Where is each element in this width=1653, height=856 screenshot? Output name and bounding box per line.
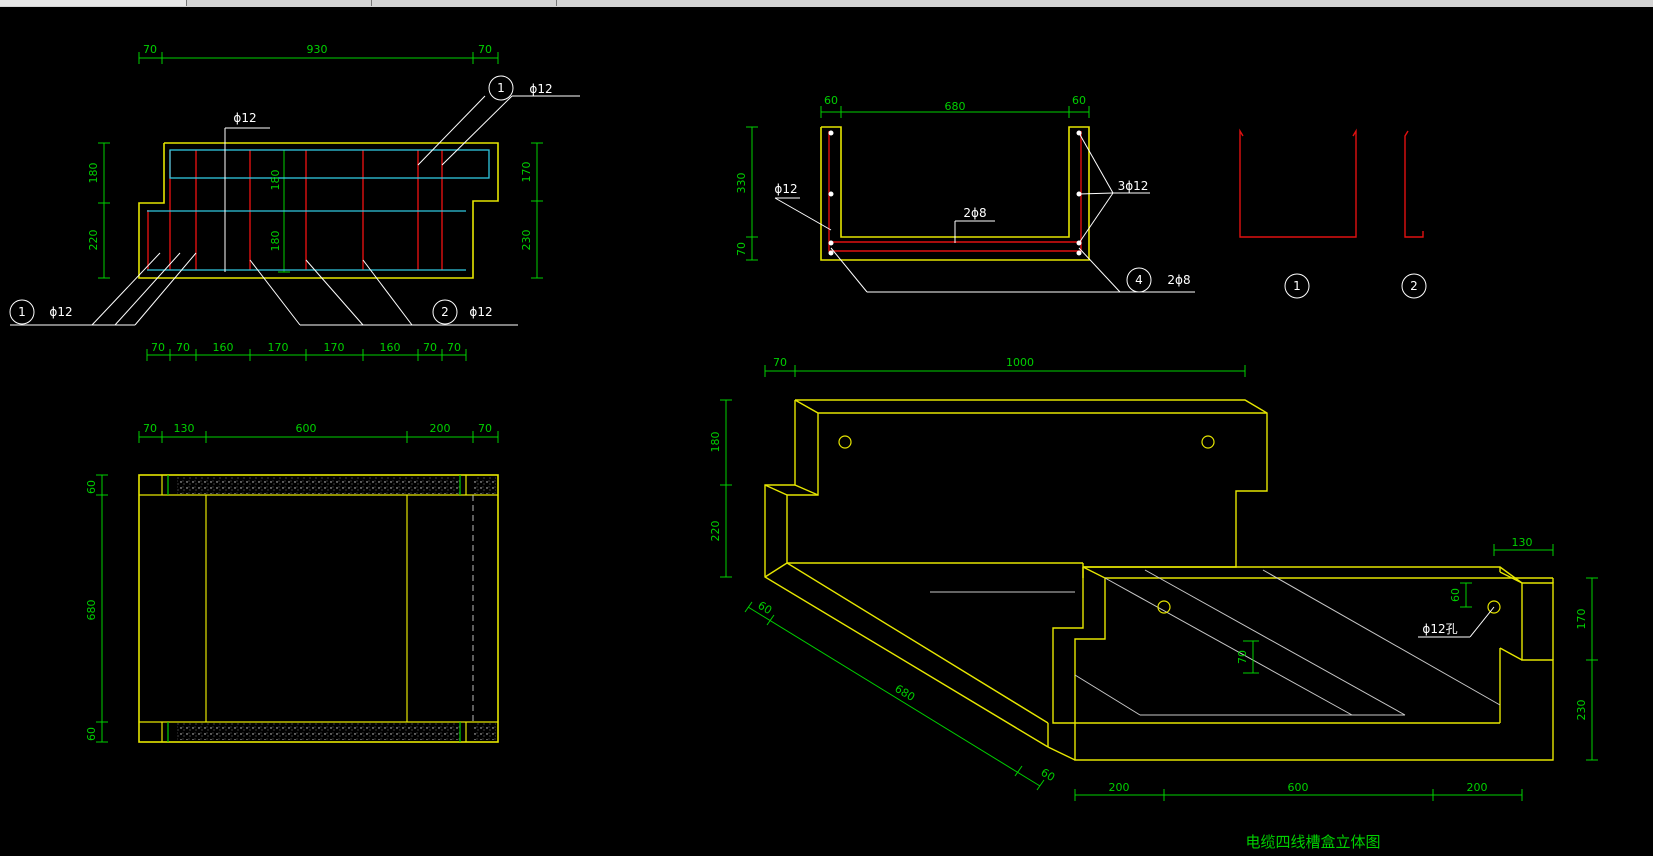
dim-text: 70 (143, 422, 157, 435)
dim-text: 70 (423, 341, 437, 354)
cad-drawing-canvas[interactable]: 1 1 2 ϕ12 ϕ12 ϕ12 ϕ12 70 930 70 180 220 … (0, 7, 1653, 856)
iso-outline (764, 399, 1554, 761)
dim-text: 200 (1467, 781, 1488, 794)
dim-text: 600 (1288, 781, 1309, 794)
dim-text: 70 (478, 422, 492, 435)
bar-mark-1 (1284, 273, 1310, 299)
window-tab-strip (0, 0, 1653, 7)
iso-inner-lines (930, 569, 1501, 716)
dim-text: 60 (85, 727, 98, 741)
dim-text: 70 (447, 341, 461, 354)
dim-text: 70 (143, 43, 157, 56)
dim-text: 180 (709, 432, 722, 453)
front-elevation-view: 1 1 2 ϕ12 ϕ12 ϕ12 ϕ12 70 930 70 180 220 … (9, 43, 580, 361)
concrete-hatch (473, 723, 496, 740)
rebar-label: ϕ12 (774, 182, 797, 196)
bar-mark-2-text: 2 (441, 305, 449, 319)
bar-mark-2 (1401, 273, 1427, 299)
rebar-label: ϕ12 (469, 305, 492, 319)
stirrups-horizontal (147, 149, 490, 271)
drawing-title: 电缆四线槽盒立体图 (1245, 833, 1380, 851)
dim-text: 680 (85, 600, 98, 621)
dim-text: 200 (1109, 781, 1130, 794)
dim-text: 130 (1512, 536, 1533, 549)
plan-view: 70 130 600 200 70 60 680 60 (85, 422, 499, 743)
dim-text: 220 (709, 521, 722, 542)
leader-lines (10, 95, 580, 326)
plan-outline (138, 474, 499, 743)
dim-text: 70 (478, 43, 492, 56)
dim-text: 160 (380, 341, 401, 354)
concrete-hatch (177, 477, 460, 494)
dim-text: 200 (430, 422, 451, 435)
bar-mark-1-top (488, 75, 514, 101)
dim-text: 930 (307, 43, 328, 56)
hole-label: ϕ12孔 (1422, 622, 1457, 636)
isometric-view: ϕ12孔 70 1000 180 220 170 (709, 356, 1598, 851)
dim-text: 180 (87, 163, 100, 184)
bar-mark-2 (432, 299, 458, 325)
dim-text: 330 (735, 173, 748, 194)
bar-mark-2-text: 2 (1410, 279, 1418, 293)
bar-mark-1-text: 1 (497, 81, 505, 95)
dim-text: 130 (174, 422, 195, 435)
dim-text: 180 (269, 170, 282, 191)
dim-text: 220 (87, 230, 100, 251)
dim-text: 180 (269, 231, 282, 252)
concrete-hatch (473, 477, 496, 494)
dim-text: 160 (213, 341, 234, 354)
dim-text: 70 (735, 242, 748, 256)
dim-text: 680 (892, 682, 917, 704)
dim-text: 60 (1072, 94, 1086, 107)
drawing-tab[interactable] (0, 0, 187, 6)
drawing-tab[interactable] (187, 0, 372, 6)
dim-text: 170 (520, 162, 533, 183)
dim-text: 170 (324, 341, 345, 354)
dim-text: 60 (824, 94, 838, 107)
rebar-label: 3ϕ12 (1118, 179, 1149, 193)
rebar-vertical (147, 150, 443, 270)
bar-shape-1 (1239, 128, 1357, 238)
bar-mark-1-text: 1 (18, 305, 26, 319)
bar-mark-1-text: 1 (1293, 279, 1301, 293)
dim-text: 60 (1449, 588, 1462, 602)
dim-text: 70 (151, 341, 165, 354)
dim-text: 680 (945, 100, 966, 113)
rebar-label: ϕ12 (233, 111, 256, 125)
dim-text: 170 (268, 341, 289, 354)
dim-text: 70 (773, 356, 787, 369)
concrete-hatch (177, 723, 460, 740)
dim-text: 1000 (1006, 356, 1034, 369)
bar-shape-details: 1 2 (1239, 128, 1427, 299)
elevation-outline (138, 142, 499, 279)
bar-mark-4 (1126, 267, 1152, 293)
dim-text: 170 (1575, 609, 1588, 630)
dim-text: 600 (296, 422, 317, 435)
dim-text: 230 (520, 230, 533, 251)
dim-text: 70 (1236, 650, 1249, 664)
bar-shape-2 (1404, 130, 1424, 238)
rebar-label: 2ϕ8 (963, 206, 986, 220)
dim-text: 60 (1038, 766, 1057, 784)
dim-text: 230 (1575, 700, 1588, 721)
rebar-label: 2ϕ8 (1167, 273, 1190, 287)
dim-text: 70 (176, 341, 190, 354)
cross-section-view: ϕ12 2ϕ8 3ϕ12 4 2ϕ8 60 680 60 330 70 (735, 94, 1195, 293)
bar-mark-1-left (9, 299, 35, 325)
rebar-label: ϕ12 (529, 82, 552, 96)
bolt-holes (838, 435, 1501, 614)
rebar-label: ϕ12 (49, 305, 72, 319)
dim-text: 60 (85, 480, 98, 494)
drawing-tab[interactable] (372, 0, 557, 6)
dim-text: 60 (755, 599, 774, 617)
bar-mark-4-text: 4 (1135, 273, 1143, 287)
section-outline (820, 126, 1090, 261)
